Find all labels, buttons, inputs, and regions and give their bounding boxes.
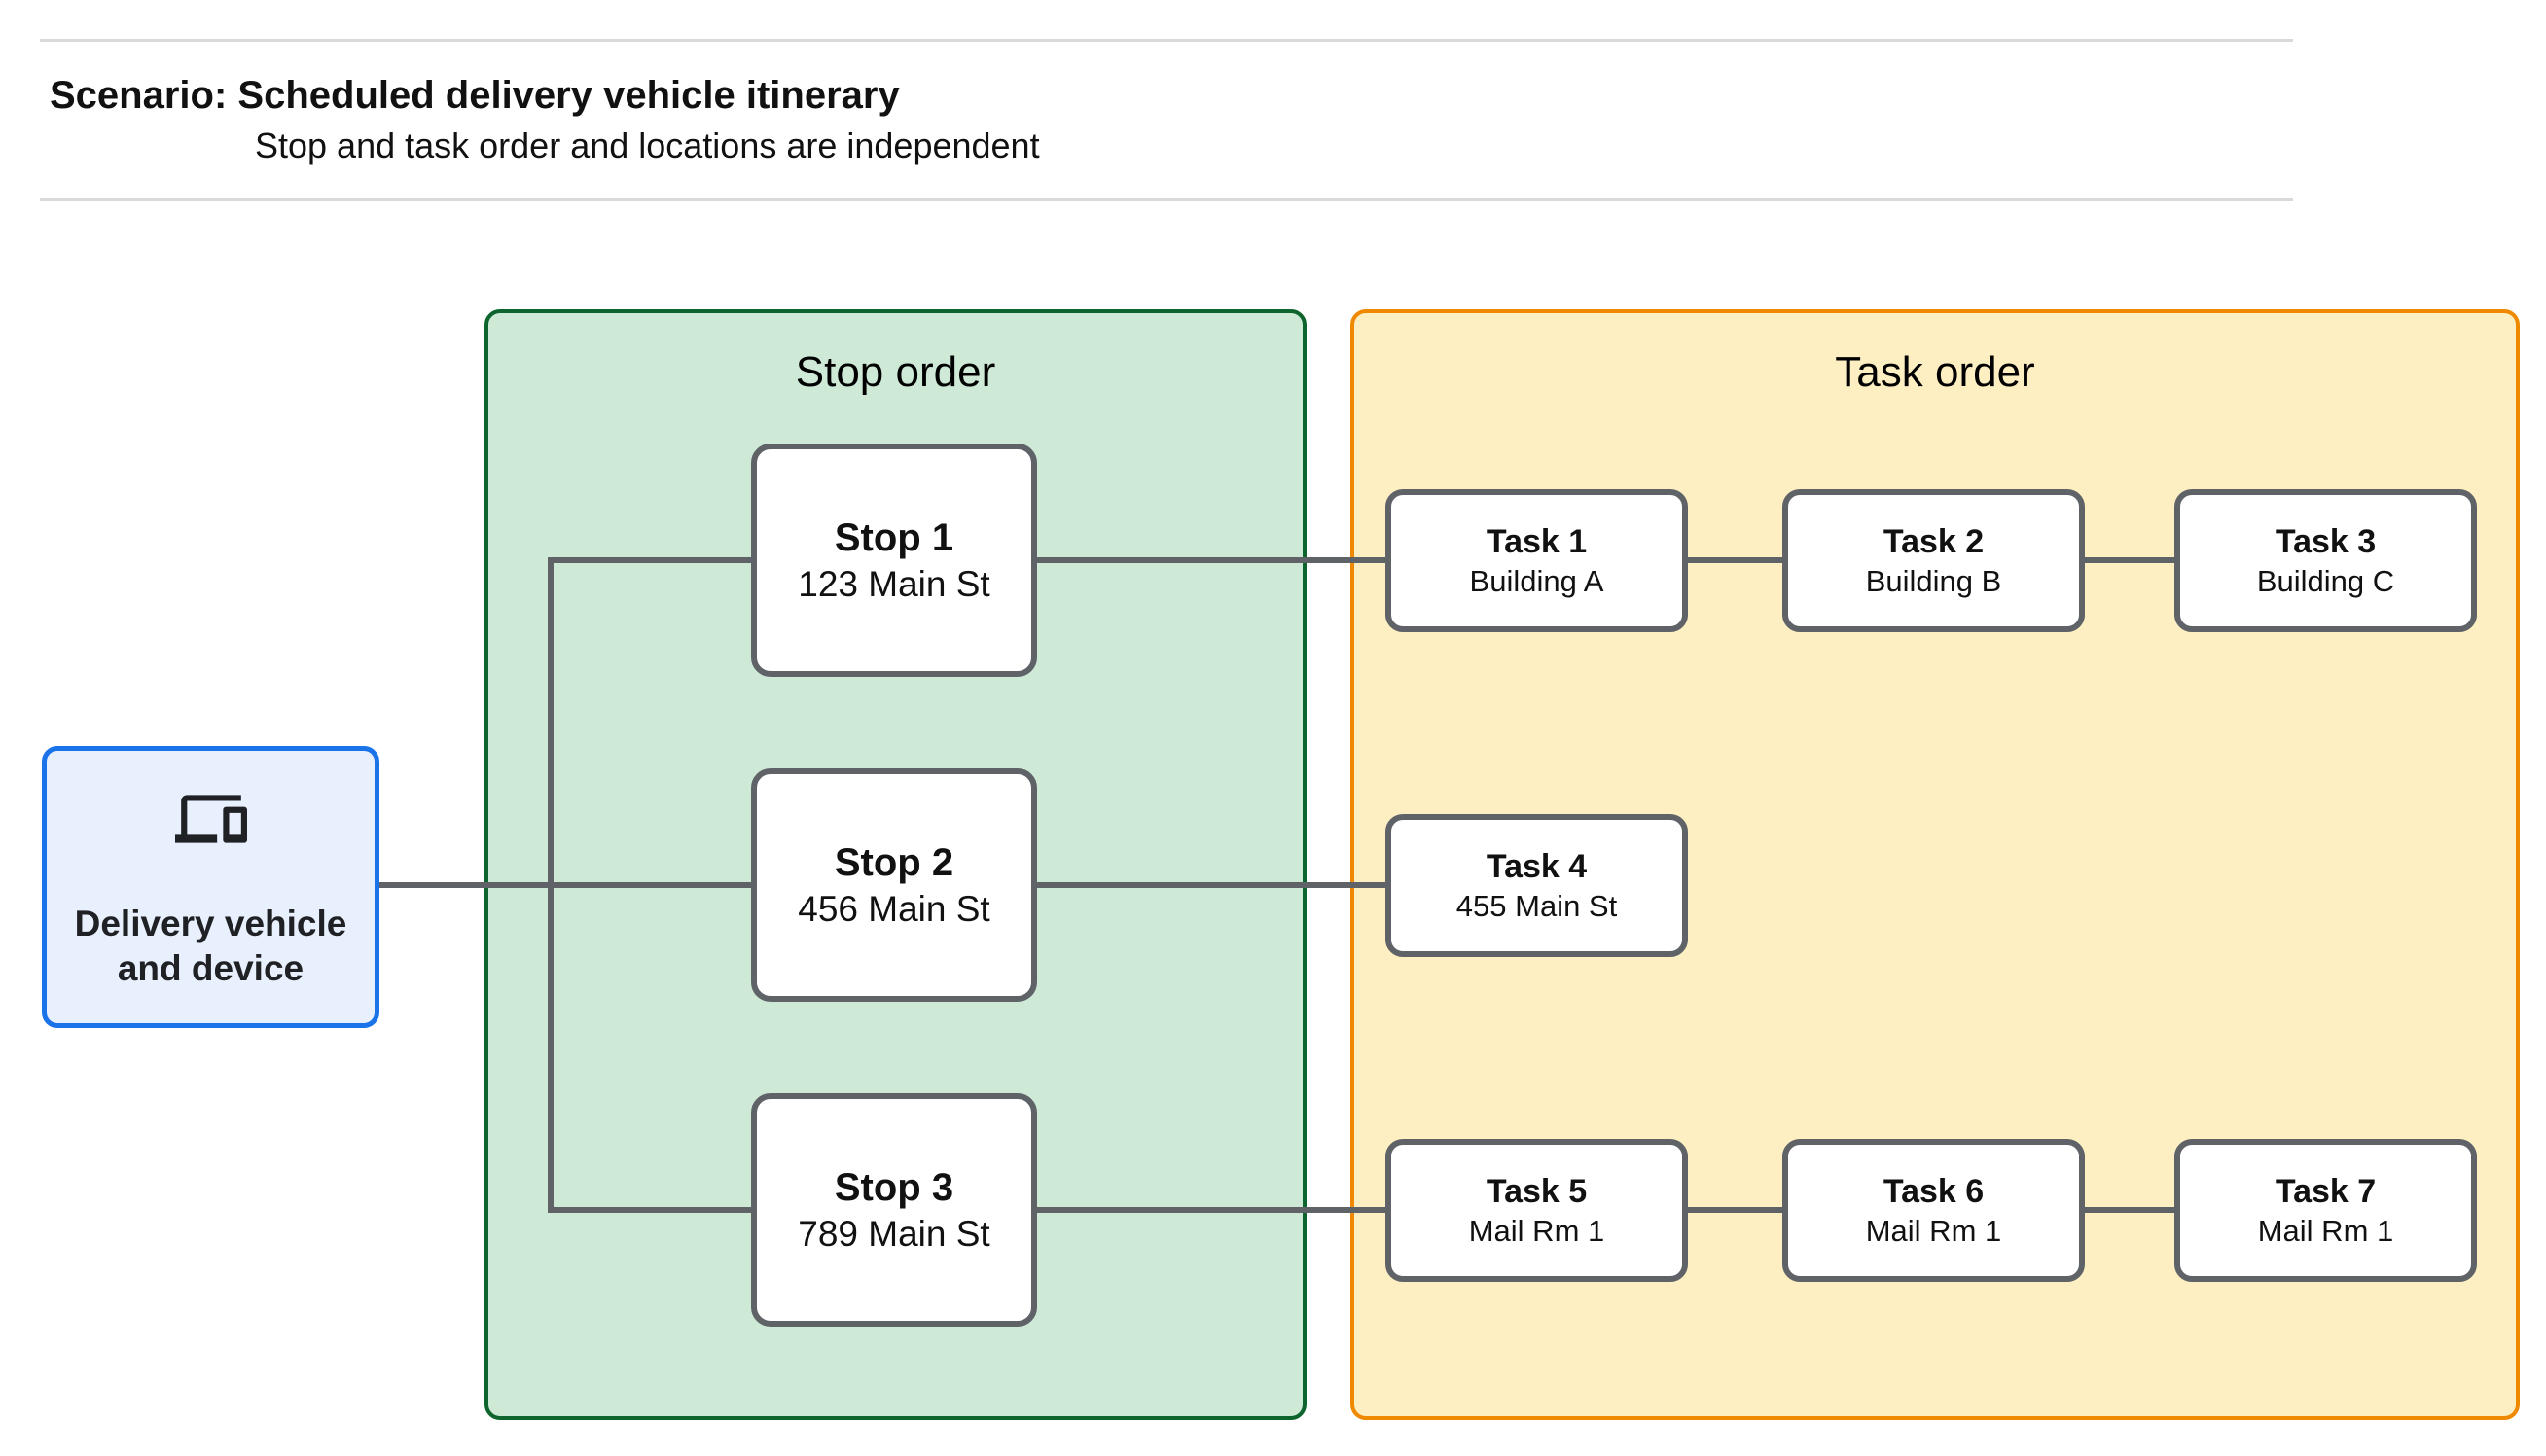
task-1-location: Building A <box>1469 564 1604 598</box>
stop-1-title: Stop 1 <box>834 516 954 559</box>
task-order-panel-title: Task order <box>1835 348 2035 396</box>
delivery-vehicle-node: Delivery vehicle and device <box>42 746 379 1028</box>
connector-trunk-to-stop1-stop3 <box>548 557 751 1213</box>
task-3-node: Task 3 Building C <box>2174 489 2477 632</box>
task-1-node: Task 1 Building A <box>1385 489 1688 632</box>
stop-3-title: Stop 3 <box>834 1166 954 1209</box>
stop-1-node: Stop 1 123 Main St <box>751 444 1037 677</box>
task-2-location: Building B <box>1865 564 2002 598</box>
top-divider <box>40 39 2293 42</box>
task-2-title: Task 2 <box>1883 523 1985 560</box>
devices-icon <box>174 795 247 843</box>
task-6-title: Task 6 <box>1883 1173 1985 1210</box>
task-4-location: 455 Main St <box>1455 889 1618 923</box>
task-6-location: Mail Rm 1 <box>1865 1214 2002 1248</box>
header-divider <box>40 198 2293 201</box>
task-7-node: Task 7 Mail Rm 1 <box>2174 1139 2477 1282</box>
stop-1-location: 123 Main St <box>798 564 990 604</box>
stop-2-node: Stop 2 456 Main St <box>751 768 1037 1002</box>
task-6-node: Task 6 Mail Rm 1 <box>1782 1139 2085 1282</box>
stop-3-location: 789 Main St <box>798 1214 990 1254</box>
task-4-node: Task 4 455 Main St <box>1385 814 1688 957</box>
task-3-title: Task 3 <box>2275 523 2377 560</box>
page-subtitle: Stop and task order and locations are in… <box>255 125 1040 165</box>
stop-order-panel-title: Stop order <box>795 348 996 396</box>
stop-2-location: 456 Main St <box>798 889 990 929</box>
stop-3-node: Stop 3 789 Main St <box>751 1093 1037 1327</box>
stop-2-title: Stop 2 <box>834 841 954 884</box>
task-5-location: Mail Rm 1 <box>1468 1214 1605 1248</box>
task-5-node: Task 5 Mail Rm 1 <box>1385 1139 1688 1282</box>
delivery-vehicle-label: Delivery vehicle and device <box>74 904 347 988</box>
task-4-title: Task 4 <box>1486 848 1588 885</box>
task-2-node: Task 2 Building B <box>1782 489 2085 632</box>
task-5-title: Task 5 <box>1486 1173 1588 1210</box>
task-7-location: Mail Rm 1 <box>2257 1214 2394 1248</box>
task-1-title: Task 1 <box>1486 523 1588 560</box>
task-3-location: Building C <box>2256 564 2395 598</box>
task-7-title: Task 7 <box>2275 1173 2377 1210</box>
page-title: Scenario: Scheduled delivery vehicle iti… <box>50 74 900 117</box>
